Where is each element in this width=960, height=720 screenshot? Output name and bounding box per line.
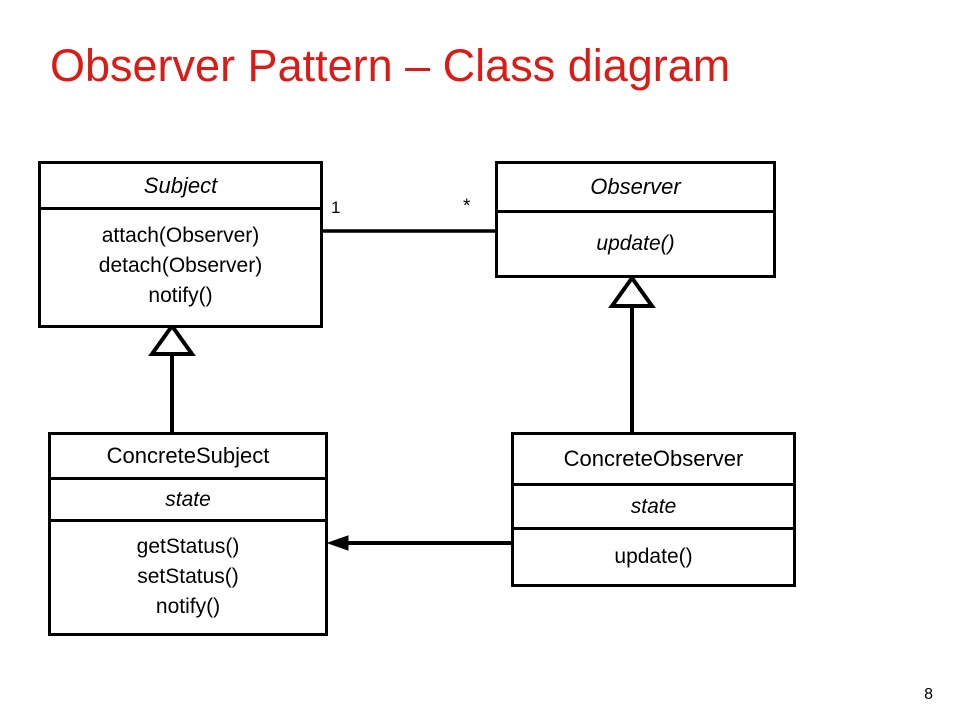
attribute-label: state: [165, 487, 211, 511]
generalization-hollow-triangle-icon: [608, 274, 656, 308]
class-operations-compartment: update(): [514, 527, 793, 584]
multiplicity-label-subject-end: 1: [331, 198, 341, 217]
operation-label: getStatus(): [136, 534, 240, 558]
operation-label: update(): [596, 232, 675, 255]
class-operations-compartment: attach(Observer) detach(Observer) notify…: [41, 207, 320, 325]
arrowhead-icon: [326, 535, 349, 551]
class-name-compartment: Observer: [498, 164, 773, 210]
class-name-compartment: Subject: [41, 164, 320, 207]
class-attributes-compartment: state: [51, 477, 325, 519]
generalization-concrete-subject-to-subject: [148, 322, 196, 432]
class-operations-compartment: getStatus() setStatus() notify(): [51, 519, 325, 633]
association-concrete-observer-to-concrete-subject: [326, 535, 511, 551]
uml-class-concrete-subject[interactable]: ConcreteSubject state getStatus() setSta…: [48, 432, 328, 636]
generalization-hollow-triangle-icon: [148, 322, 196, 356]
uml-class-observer[interactable]: Observer update(): [495, 161, 776, 278]
uml-class-subject[interactable]: Subject attach(Observer) detach(Observer…: [38, 161, 323, 328]
attribute-label: state: [630, 494, 677, 518]
operation-label: notify(): [155, 594, 221, 618]
class-attributes-compartment: state: [514, 483, 793, 527]
class-name-label: ConcreteSubject: [106, 443, 270, 468]
class-name-compartment: ConcreteObserver: [514, 435, 793, 483]
page-number: 8: [924, 686, 933, 703]
operation-label: setStatus(): [137, 564, 239, 588]
operation-label: attach(Observer): [101, 223, 260, 247]
multiplicity-label-observer-end: *: [463, 196, 471, 217]
uml-class-concrete-observer[interactable]: ConcreteObserver state update(): [511, 432, 796, 587]
class-name-label: Observer: [590, 174, 681, 199]
class-name-label: Subject: [143, 172, 218, 198]
operation-label: detach(Observer): [98, 253, 263, 277]
operation-label: notify(): [148, 283, 213, 307]
operation-label: update(): [614, 545, 693, 568]
page-title: Observer Pattern – Class diagram: [50, 40, 731, 91]
class-name-label: ConcreteObserver: [563, 446, 744, 471]
class-operations-compartment: update(): [498, 210, 773, 275]
class-name-compartment: ConcreteSubject: [51, 435, 325, 477]
generalization-concrete-observer-to-observer: [608, 274, 656, 432]
